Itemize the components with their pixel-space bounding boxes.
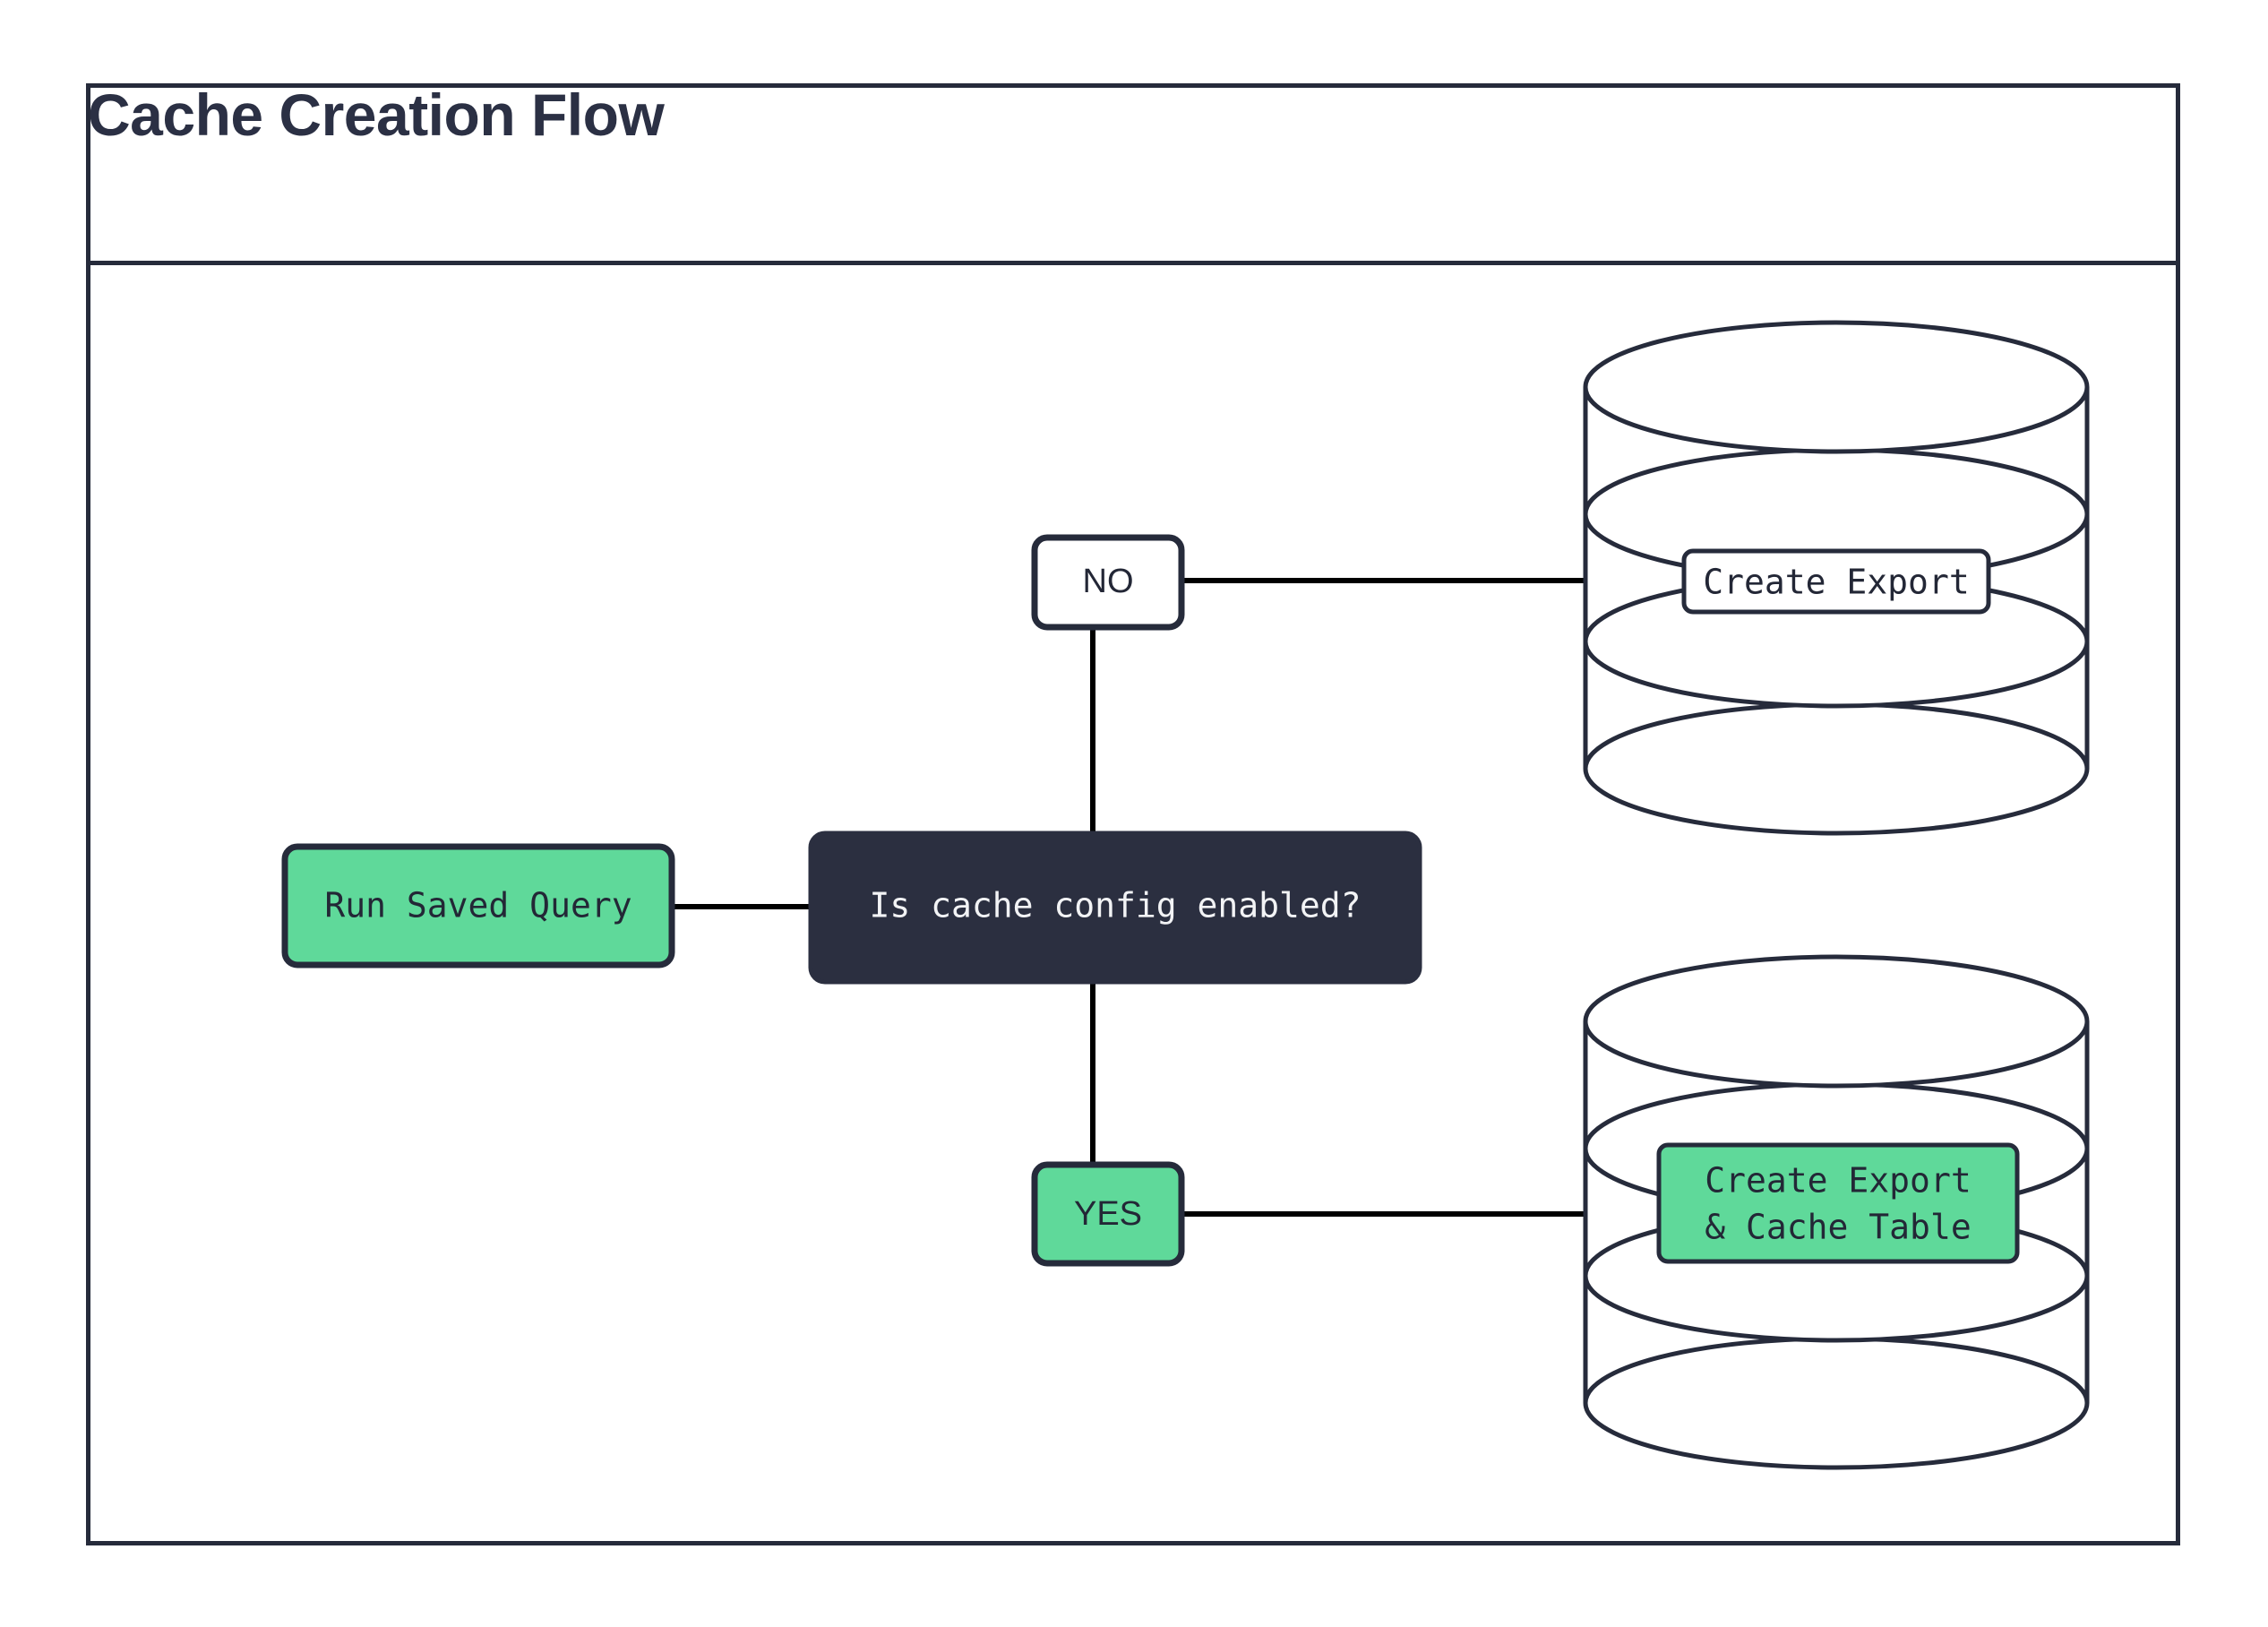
run-saved-query-label: Run Saved Query [324, 886, 631, 925]
run-saved-query-box [281, 843, 675, 968]
cylinder-disc-1 [1583, 320, 2090, 454]
branch-no-box [1031, 534, 1185, 631]
page-title: Cache Creation Flow [88, 82, 665, 148]
database-export-cache-label-box [1656, 1142, 2020, 1264]
branch-no-label: NO [1083, 563, 1134, 600]
database-export-cache-label-line1: Create Export [1705, 1161, 1971, 1201]
branch-yes-box [1031, 1161, 1185, 1267]
cylinder-disc-4 [1583, 702, 2090, 836]
branch-yes-node[interactable]: YES [1031, 1161, 1185, 1267]
database-export-cache-node[interactable]: Create Export & Cache Table [1583, 954, 2090, 1470]
database-export-label-box [1681, 548, 1991, 615]
database-export-cache-label-line2: & Cache Table [1705, 1208, 1971, 1247]
branch-yes-label: YES [1074, 1195, 1142, 1233]
is-cache-config-enabled-node[interactable]: Is cache config enabled? [808, 831, 1422, 985]
diagram-header-bar [90, 88, 2176, 265]
decision-label: Is cache config enabled? [869, 886, 1361, 925]
cylinder-disc-4 [1583, 1336, 2090, 1470]
database-export-node[interactable]: Create Export [1583, 320, 2090, 836]
decision-box [808, 831, 1422, 985]
cylinder-disc-1 [1583, 954, 2090, 1089]
branch-no-node[interactable]: NO [1031, 534, 1185, 631]
database-export-label: Create Export [1703, 563, 1969, 602]
run-saved-query-node[interactable]: Run Saved Query [281, 843, 675, 968]
